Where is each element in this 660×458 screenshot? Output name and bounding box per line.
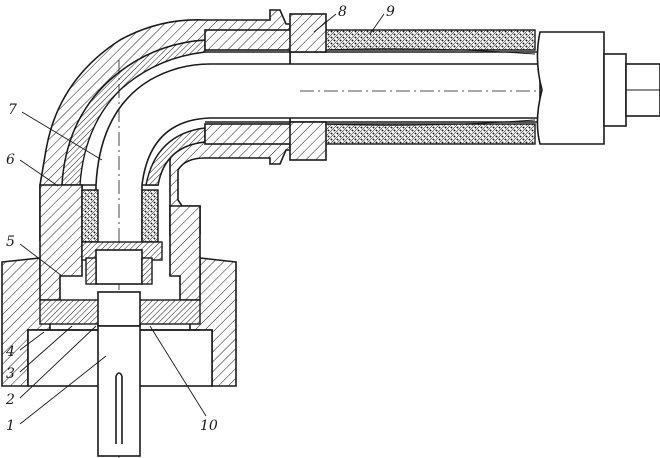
contact-pin [97, 325, 141, 457]
callout-2: 2 [5, 392, 15, 408]
callout-labels: 1 2 3 4 5 6 7 8 9 10 [5, 4, 395, 434]
leader-5 [19, 243, 63, 277]
callout-8: 8 [338, 4, 347, 20]
clamp-nut [289, 13, 327, 161]
callout-3: 3 [6, 366, 15, 382]
leader-1 [19, 355, 107, 425]
leader-9 [369, 13, 385, 35]
callout-1: 1 [6, 418, 15, 434]
leader-7 [21, 111, 103, 161]
leader-3 [19, 325, 73, 373]
leader-lines [19, 13, 385, 425]
leader-6 [19, 159, 59, 187]
callout-5: 5 [6, 234, 15, 250]
leader-4 [19, 331, 45, 351]
dielectric-washer [39, 291, 201, 331]
leader-10 [149, 325, 207, 417]
leader-2 [19, 325, 97, 399]
contact-sleeve [85, 249, 153, 285]
callout-4: 4 [5, 344, 15, 360]
cable-end [536, 31, 660, 145]
leader-8 [313, 13, 337, 33]
callout-7: 7 [8, 102, 17, 118]
callout-10: 10 [200, 418, 218, 434]
callout-9: 9 [386, 4, 395, 20]
callout-6: 6 [6, 152, 15, 168]
